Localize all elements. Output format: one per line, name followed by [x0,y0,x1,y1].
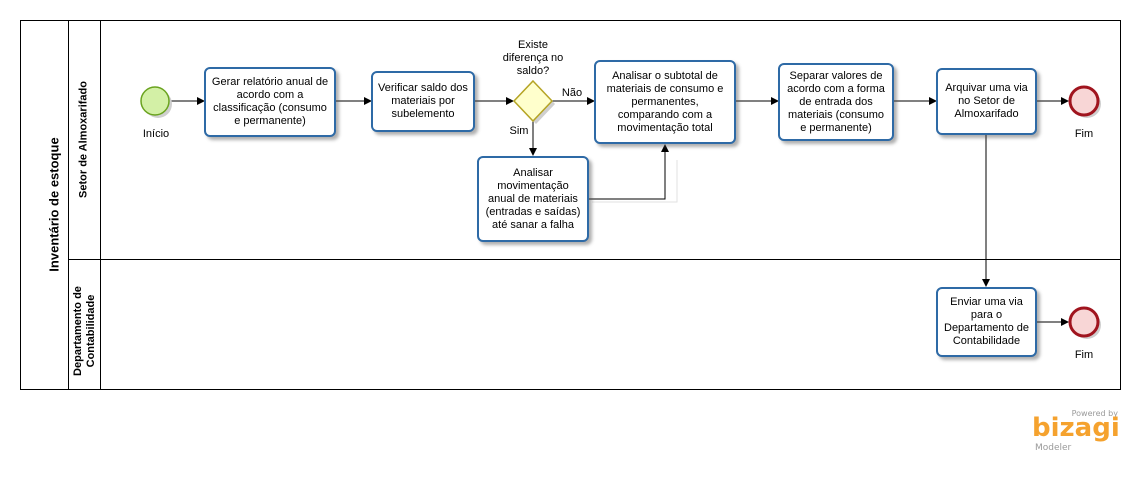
end-event-contab[interactable] [1068,306,1100,338]
gateway-no-label: Não [561,87,583,99]
pool-title: Inventário de estoque [46,137,62,272]
lane-title-almoxarifado: Setor de Almoxarifado [77,81,90,198]
end-event-almox[interactable] [1068,85,1100,117]
task-analisar-subtotal[interactable]: Analisar o subtotal de materiais de cons… [594,60,736,144]
task-analisar-movimentacao-label: Analisar movimentação anual de materiais… [485,166,581,231]
lane-title-contabilidade: Departamento de Contabilidade [72,286,97,376]
flow-shadow [592,160,678,203]
gateway-yes-label: Sim [509,125,529,137]
start-event[interactable] [140,86,170,116]
task-separar-valores-label: Separar valores de acordo com a forma de… [787,69,885,134]
end-event-contab-label: Fim [1074,349,1094,361]
task-analisar-movimentacao[interactable]: Analisar movimentação anual de materiais… [477,156,589,242]
task-gerar-relatorio-label: Gerar relatório anual de acordo com a cl… [211,76,329,127]
end-event-almox-label: Fim [1074,128,1094,140]
task-separar-valores[interactable]: Separar valores de acordo com a forma de… [778,63,894,141]
gateway-question: Existe diferença no saldo? [502,39,564,77]
task-arquivar-via[interactable]: Arquivar uma via no Setor de Almoxarifad… [936,68,1037,135]
task-enviar-via-label: Enviar uma via para o Departamento de Co… [944,296,1029,347]
sequence-flows [170,97,1069,326]
task-gerar-relatorio[interactable]: Gerar relatório anual de acordo com a cl… [204,67,336,137]
task-arquivar-via-label: Arquivar uma via no Setor de Almoxarifad… [945,82,1028,120]
exclusive-gateway[interactable] [512,79,554,123]
start-event-label: Início [142,128,170,140]
task-enviar-via[interactable]: Enviar uma via para o Departamento de Co… [936,287,1037,357]
bizagi-logo: bizagi [1032,413,1120,443]
powered-by-label: Powered by [1071,409,1118,418]
modeler-label: Modeler [1035,443,1072,453]
task-verificar-saldo[interactable]: Verificar saldo dos materiais por subele… [371,71,475,132]
task-verificar-saldo-label: Verificar saldo dos materiais por subele… [378,82,468,120]
task-analisar-subtotal-label: Analisar o subtotal de materiais de cons… [606,69,724,134]
flow-analisar-to-subtotal[interactable] [589,144,669,200]
